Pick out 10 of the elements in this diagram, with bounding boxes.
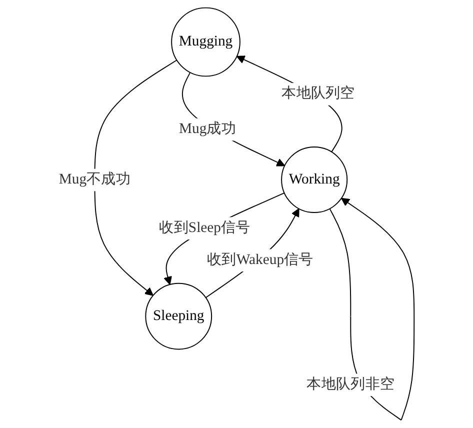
node-circle: Mugging: [171, 7, 240, 77]
edge-label: 收到Sleep信号: [159, 220, 250, 236]
edge-label: 本地队列非空: [306, 376, 395, 392]
edge-label: Mug不成功: [58, 172, 130, 188]
node-circle: Working: [281, 146, 348, 214]
edge-label: 本地队列空: [282, 86, 355, 102]
edge-label: 收到Wakeup信号: [207, 252, 314, 268]
edge-label: Mug成功: [179, 121, 236, 137]
arrow: [94, 60, 178, 296]
node-circle: Sleeping: [145, 282, 212, 350]
